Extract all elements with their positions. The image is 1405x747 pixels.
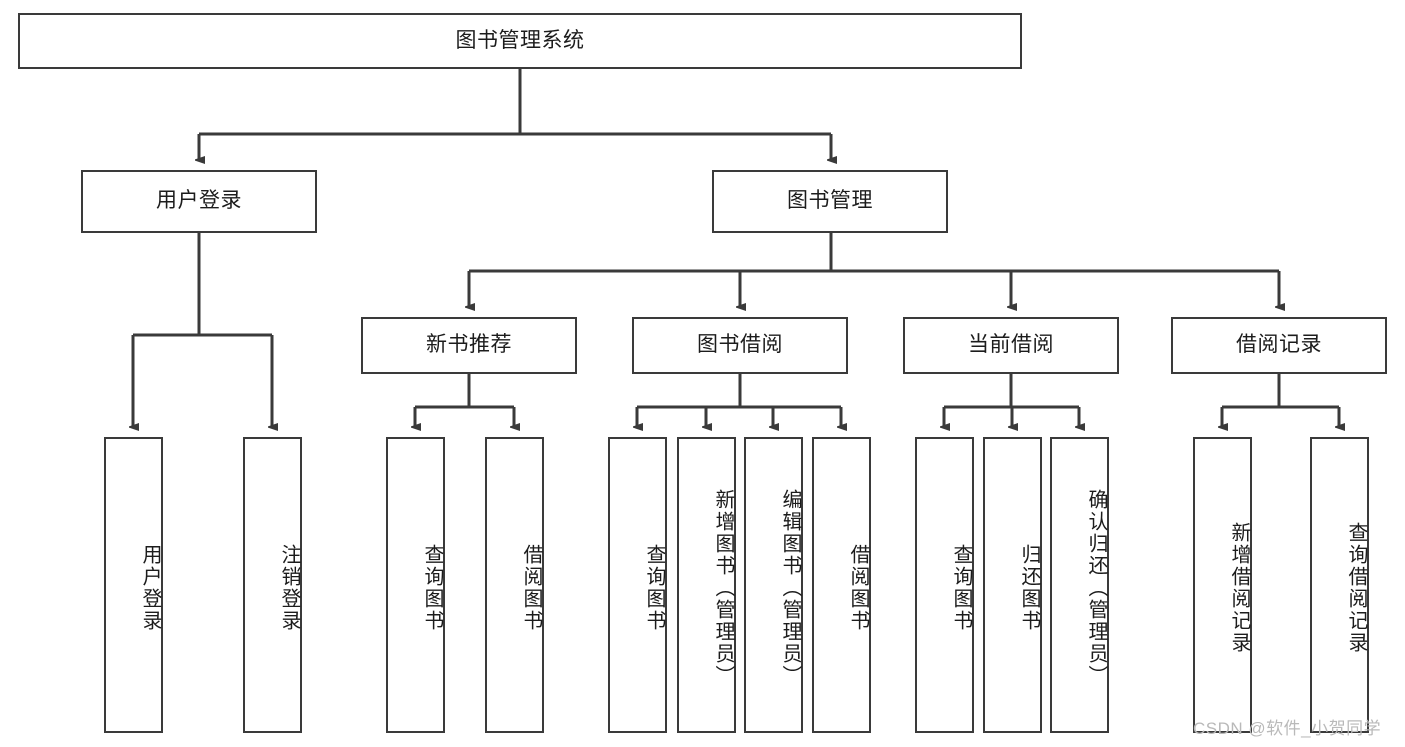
node-leaf-add-book-admin[interactable]: 新增图书（管理员） [677, 437, 736, 733]
node-leaf-query-book-3[interactable]: 查询图书 [915, 437, 974, 733]
node-leaf-query-book-2[interactable]: 查询图书 [608, 437, 667, 733]
node-leaf-logout-login[interactable]: 注销登录 [243, 437, 302, 733]
node-leaf-edit-book-admin-label: 编辑图书（管理员） [779, 489, 801, 687]
node-user-login-label: 用户登录 [156, 189, 242, 213]
node-book-borrow[interactable]: 图书借阅 [632, 317, 848, 374]
node-leaf-borrow-book-1[interactable]: 借阅图书 [485, 437, 544, 733]
node-leaf-borrow-book-2[interactable]: 借阅图书 [812, 437, 871, 733]
node-book-manage[interactable]: 图书管理 [712, 170, 948, 233]
node-leaf-borrow-book-1-label: 借阅图书 [520, 544, 542, 632]
watermark: CSDN @软件_小贺同学 [1193, 719, 1382, 738]
node-leaf-logout-login-label: 注销登录 [278, 544, 300, 632]
node-current-borrow-label: 当前借阅 [968, 333, 1054, 357]
node-leaf-return-book-label: 归还图书 [1018, 544, 1040, 632]
node-current-borrow[interactable]: 当前借阅 [903, 317, 1119, 374]
node-borrow-record[interactable]: 借阅记录 [1171, 317, 1387, 374]
node-user-login[interactable]: 用户登录 [81, 170, 317, 233]
node-new-book-recommend[interactable]: 新书推荐 [361, 317, 577, 374]
node-leaf-user-login[interactable]: 用户登录 [104, 437, 163, 733]
node-leaf-user-login-label: 用户登录 [139, 544, 161, 632]
node-leaf-query-book-1[interactable]: 查询图书 [386, 437, 445, 733]
node-leaf-edit-book-admin[interactable]: 编辑图书（管理员） [744, 437, 803, 733]
node-leaf-query-borrow-record[interactable]: 查询借阅记录 [1310, 437, 1369, 733]
node-leaf-query-book-2-label: 查询图书 [643, 544, 665, 632]
node-book-manage-label: 图书管理 [787, 189, 873, 213]
node-leaf-confirm-return-admin[interactable]: 确认归还（管理员） [1050, 437, 1109, 733]
node-leaf-query-borrow-record-label: 查询借阅记录 [1345, 522, 1367, 654]
node-leaf-add-borrow-record-label: 新增借阅记录 [1228, 522, 1250, 654]
node-leaf-query-book-1-label: 查询图书 [421, 544, 443, 632]
node-borrow-record-label: 借阅记录 [1236, 333, 1322, 357]
node-leaf-add-borrow-record[interactable]: 新增借阅记录 [1193, 437, 1252, 733]
node-leaf-return-book[interactable]: 归还图书 [983, 437, 1042, 733]
node-leaf-add-book-admin-label: 新增图书（管理员） [712, 489, 734, 687]
node-leaf-confirm-return-admin-label: 确认归还（管理员） [1085, 489, 1107, 687]
node-root[interactable]: 图书管理系统 [18, 13, 1022, 69]
node-root-label: 图书管理系统 [455, 28, 585, 52]
node-leaf-query-book-3-label: 查询图书 [950, 544, 972, 632]
node-book-borrow-label: 图书借阅 [697, 333, 783, 357]
node-new-book-recommend-label: 新书推荐 [426, 333, 512, 357]
node-leaf-borrow-book-2-label: 借阅图书 [847, 544, 869, 632]
